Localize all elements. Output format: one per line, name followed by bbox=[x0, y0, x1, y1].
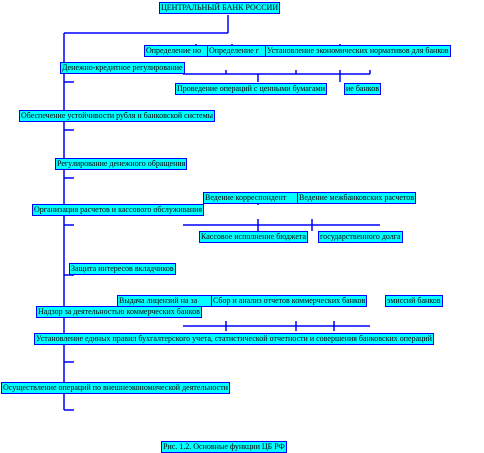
function-box: Защита интересов вкладчиков bbox=[69, 263, 176, 275]
subfunction-box: Ведение корреспондент bbox=[203, 192, 299, 204]
function-box: Обеспечение устойчивости рубля и банковс… bbox=[19, 110, 216, 122]
subfunction-box: ие банков bbox=[344, 83, 381, 95]
subfunction-box: Кассовое исполнение бюджета bbox=[199, 231, 309, 243]
subfunction-box: Ведение межбанковских расчетов bbox=[297, 192, 417, 204]
function-box: Установление единых правил бухгалтерског… bbox=[34, 333, 434, 345]
function-box: Надзор за деятельностью коммерческих бан… bbox=[36, 306, 202, 318]
subfunction-box: Проведение операций с ценными бумагами bbox=[175, 83, 327, 95]
subfunction-box: Определение г bbox=[207, 45, 267, 57]
function-box: Осуществление операций по внешнеэкономич… bbox=[1, 382, 230, 394]
subfunction-box: Определение но bbox=[144, 45, 209, 57]
figure-caption: Рис. 1.2. Основные функции ЦБ РФ bbox=[161, 441, 287, 453]
diagram-title: ЦЕНТРАЛЬНЫЙ БАНК РОССИИ bbox=[159, 2, 281, 14]
subfunction-box: Установление экономических нормативов дл… bbox=[265, 45, 451, 57]
function-box: Организация расчетов и кассового обслужи… bbox=[32, 204, 205, 216]
function-box: Регулирование денежного обращения bbox=[55, 158, 188, 170]
subfunction-box: эмиссий банков bbox=[385, 295, 443, 307]
function-box: Денежно-кредитное регулирование bbox=[60, 62, 185, 74]
subfunction-box: государственного долга bbox=[318, 231, 403, 243]
subfunction-box: Сбор и анализ отчетов коммерческих банко… bbox=[211, 295, 368, 307]
